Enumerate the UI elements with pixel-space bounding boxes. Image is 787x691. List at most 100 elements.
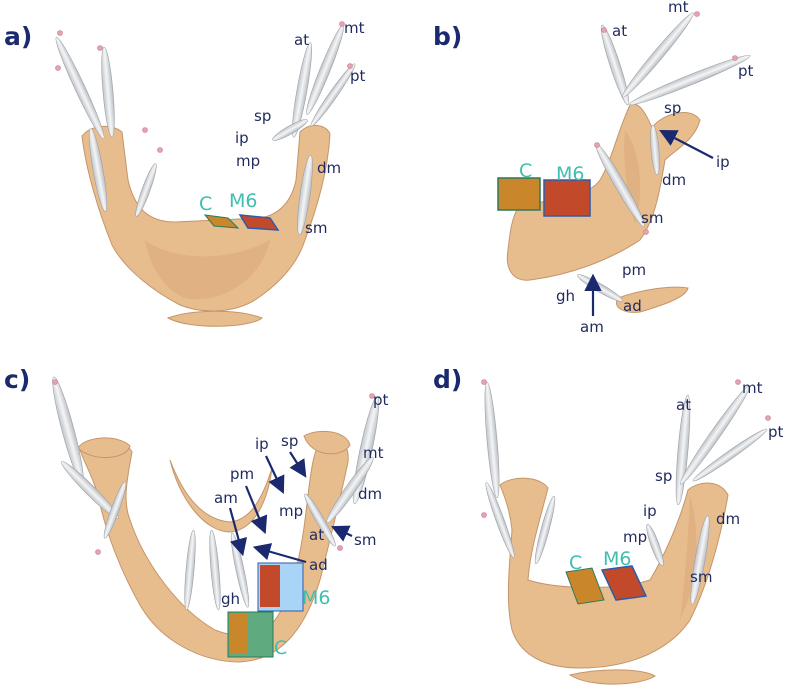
condyle-left-c <box>77 437 131 459</box>
muscle-b-at <box>600 24 630 106</box>
panel-letter-c: c) <box>4 365 30 394</box>
label-d-mp: mp <box>623 528 647 546</box>
label-c-mp: mp <box>279 502 303 520</box>
muscle-d-sm <box>690 515 710 605</box>
label-b-gh: gh <box>556 287 575 305</box>
label-b-ip: ip <box>716 153 730 171</box>
mandible-a <box>81 125 331 312</box>
label-b-sp: sp <box>664 99 681 117</box>
muscle-c-supra-1 <box>184 529 196 611</box>
node <box>643 229 649 235</box>
label-c-sp: sp <box>281 432 298 450</box>
label-a-ip: ip <box>235 129 249 147</box>
label-d-at: at <box>676 396 691 414</box>
hyoid-a <box>166 310 263 327</box>
mandible-d <box>499 477 729 669</box>
implant-c-b <box>497 177 541 211</box>
label-c-at: at <box>309 526 324 544</box>
panel-c: c) M6 C pt mt ip sp dm pm am mp <box>4 365 389 663</box>
label-b-dm: dm <box>662 171 686 189</box>
implant-label-c-c: C <box>274 637 287 659</box>
muscle-c-supra-2 <box>209 529 221 611</box>
implant-m6-d <box>600 565 648 601</box>
arrow-c-am <box>228 507 248 557</box>
label-d-sm: sm <box>690 568 712 586</box>
label-c-ad: ad <box>309 556 328 574</box>
label-b-sm: sm <box>641 209 663 227</box>
node <box>57 30 63 36</box>
muscle-d-mp <box>646 523 664 567</box>
node <box>347 63 353 69</box>
node <box>481 512 487 518</box>
label-c-am: am <box>214 489 238 507</box>
implant-c-a <box>203 214 240 229</box>
label-a-mp: mp <box>236 152 260 170</box>
node <box>735 379 741 385</box>
hyoid-d <box>568 669 656 685</box>
implant-label-m6-a: M6 <box>229 190 257 212</box>
ramus-shading-b <box>624 130 641 225</box>
implant-m6-b <box>543 179 591 217</box>
label-b-pm: pm <box>622 261 646 279</box>
node <box>732 55 738 61</box>
label-d-pt: pt <box>768 423 784 441</box>
label-b-at: at <box>612 22 627 40</box>
implant-m6-c-inner <box>260 565 280 607</box>
label-c-dm: dm <box>358 485 382 503</box>
arrow-c-sm <box>331 525 353 542</box>
muscle-a-at <box>292 42 312 138</box>
panel-a: a) C M6 at mt pt sp ip mp dm s <box>4 19 366 327</box>
muscle-d-2 <box>485 482 515 558</box>
label-c-ip: ip <box>255 435 269 453</box>
arrow-c-pm <box>244 485 268 535</box>
node <box>337 545 343 551</box>
chin-shading-a <box>145 240 270 300</box>
muscle-a-1 <box>55 36 105 140</box>
arrow-c-ip <box>265 455 285 494</box>
hyoid-b <box>616 286 689 313</box>
condyle-right-c <box>303 430 351 455</box>
arrow-b-ip <box>659 129 714 159</box>
label-a-mt: mt <box>344 19 365 37</box>
muscle-c-3 <box>103 481 127 539</box>
node <box>97 45 103 51</box>
label-c-pm: pm <box>230 465 254 483</box>
label-a-sp: sp <box>254 107 271 125</box>
node <box>594 142 600 148</box>
label-c-pt: pt <box>373 391 389 409</box>
arrow-c-sp <box>289 451 307 478</box>
node <box>601 27 607 33</box>
muscle-d-pt <box>692 428 768 482</box>
implant-c-c-inner <box>230 614 248 654</box>
muscle-c-sm <box>304 493 336 547</box>
node <box>694 11 700 17</box>
node <box>369 393 375 399</box>
muscle-a-pt <box>310 63 356 127</box>
muscle-a-sp <box>272 119 308 141</box>
muscle-d-mt <box>680 385 750 485</box>
label-d-ip: ip <box>643 502 657 520</box>
node <box>95 549 101 555</box>
panel-letter-b: b) <box>433 22 462 51</box>
muscle-a-4 <box>135 163 157 217</box>
node <box>142 127 148 133</box>
node <box>481 379 487 385</box>
muscle-d-1 <box>484 381 500 499</box>
implant-label-c-d: C <box>569 552 582 574</box>
label-b-am: am <box>580 318 604 336</box>
implant-label-c-a: C <box>199 193 212 215</box>
label-a-pt: pt <box>350 67 366 85</box>
implant-label-m6-b: M6 <box>556 163 584 185</box>
panel-letter-a: a) <box>4 22 32 51</box>
arrow-c-ad <box>252 543 307 564</box>
label-d-mt: mt <box>742 379 763 397</box>
node <box>339 21 345 27</box>
node <box>157 147 163 153</box>
implant-m6-a <box>238 214 280 231</box>
muscle-c-2 <box>61 461 119 519</box>
muscle-d-at <box>675 394 691 506</box>
node <box>52 379 58 385</box>
muscle-b-gh <box>577 274 623 302</box>
label-c-mt: mt <box>363 444 384 462</box>
label-a-at: at <box>294 31 309 49</box>
